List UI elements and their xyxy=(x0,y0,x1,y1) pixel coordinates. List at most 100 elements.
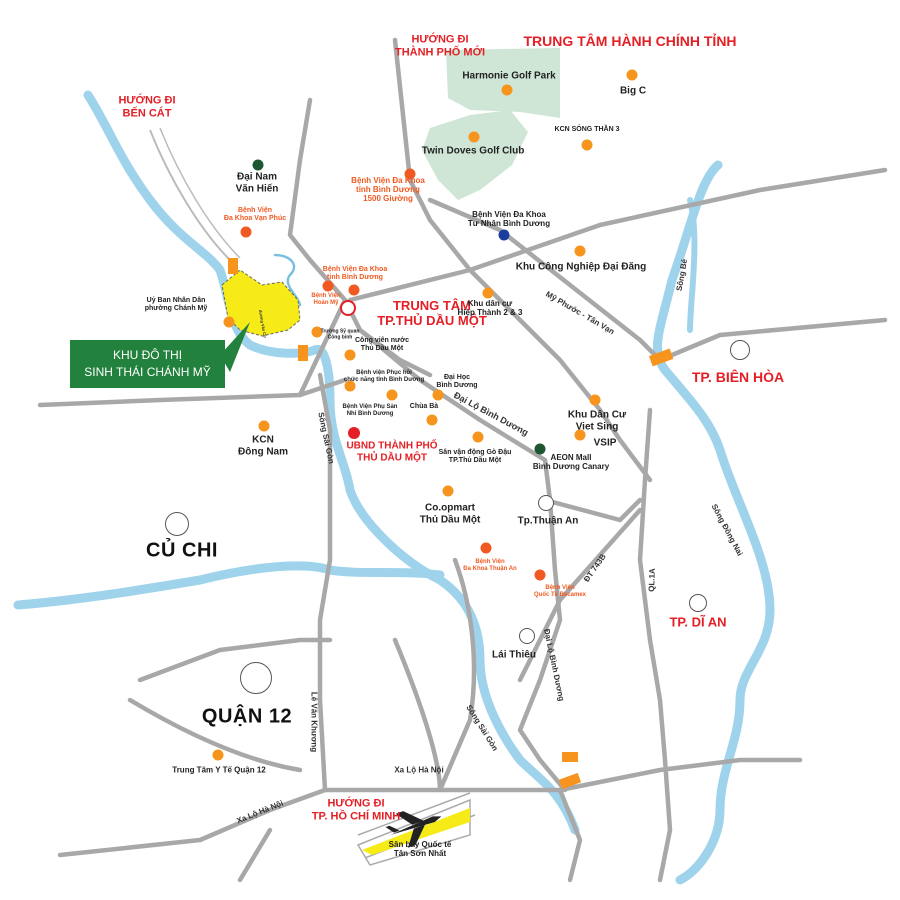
khu-dan-cu-ht-marker xyxy=(482,287,494,299)
road-dai-lo xyxy=(342,297,568,793)
dai-nam-label: Đại Nam Văn Hiến xyxy=(235,171,279,195)
kdc-viet-sing-marker xyxy=(589,394,601,406)
project-callout: KHU ĐÔ THỊ SINH THÁI CHÁNH MỸ xyxy=(70,340,225,388)
road-ring-south xyxy=(137,637,333,683)
bv-thuan-an-label: Bệnh Viện Đa Khoa Thuận An xyxy=(463,559,517,572)
city-bien-hoa: TP. BIÊN HÒA xyxy=(691,368,785,385)
ubnd-chanh-my-marker xyxy=(223,316,235,328)
vsip-marker xyxy=(574,429,586,441)
aeon-label: AEON Mall Bình Dương Canary xyxy=(532,452,610,471)
bv-hoan-my-label: Bệnh Viện Hoàn Mỹ xyxy=(311,293,341,306)
bv-da-khoa-bd-label: Bệnh Viện Đa Khoa tỉnh Bình Dương xyxy=(322,265,388,281)
road-center-south xyxy=(317,372,333,793)
twin-doves-marker xyxy=(468,131,480,143)
cong-vien-marker xyxy=(344,349,356,361)
road-ql1a xyxy=(637,407,673,883)
khu-dan-cu-ht-label: Khu dân cư Hiệp Thành 2 & 3 xyxy=(457,298,523,317)
center-marker xyxy=(340,300,356,316)
river-be xyxy=(687,197,698,333)
harmonie-label: Harmonie Golf Park xyxy=(462,70,556,82)
thuan-an-label: Tp.Thuận An xyxy=(517,515,579,527)
bv-thuan-an-marker xyxy=(480,542,492,554)
trung-tam-yte-label: Trung Tâm Y Tế Quận 12 xyxy=(172,765,266,775)
kcn-song-than-marker xyxy=(581,139,593,151)
coopmart-label: Co.opmart Thủ Dầu Một xyxy=(419,502,481,526)
lai-thieu-label: Lái Thiêu xyxy=(492,649,536,661)
airplane-icon xyxy=(385,811,442,848)
kcn-dong-nam-label: KCN Đông Nam xyxy=(238,434,288,458)
road-le-van-khuong-label: Lê Văn Khương xyxy=(309,691,319,753)
road-north-east xyxy=(392,37,653,483)
bv-tu-nhan-marker xyxy=(498,229,510,241)
city-di-an: TP. DĨ AN xyxy=(669,614,727,630)
san-van-dong-label: Sân vận động Gò Đậu TP.Thủ Dầu Một xyxy=(438,448,512,464)
river-loop xyxy=(273,253,302,307)
ubnd-marker xyxy=(348,427,360,439)
dh-bd-label: Đại Học Bình Dương xyxy=(436,373,478,389)
di-an-marker xyxy=(689,594,707,612)
ubnd-label: UBND THÀNH PHỐ THỦ DẦU MỘT xyxy=(346,440,438,464)
direction-ben-cat: HƯỚNG ĐI BẾN CÁT xyxy=(118,94,176,119)
san-van-dong-marker xyxy=(472,431,484,443)
bv-van-phuc-marker xyxy=(240,226,252,238)
truong-sq-label: Trường Sỹ quan Công binh xyxy=(320,328,360,340)
dh-bd-marker xyxy=(432,389,444,401)
trung-tam-yte-marker xyxy=(212,749,224,761)
road-ben-cat-thin2 xyxy=(159,127,241,259)
bv-phuc-hoi-marker xyxy=(344,380,356,392)
city-cu-chi: CỦ CHI xyxy=(146,539,218,562)
bv-tu-nhan-label: Bệnh Viện Đa Khoa Tư Nhân Bình Dương xyxy=(467,209,551,228)
river-dong-nai xyxy=(653,160,775,885)
thuan-an-marker xyxy=(538,495,554,511)
twin-doves-golf-area xyxy=(422,110,528,200)
bv-becamex-marker xyxy=(534,569,546,581)
road-my-phuoc xyxy=(427,197,663,363)
road-southeast xyxy=(517,507,643,683)
road-dt743 xyxy=(347,167,888,303)
river-west xyxy=(13,561,445,610)
bv-becamex-label: Bệnh Viện Quốc Tế Becamex xyxy=(533,585,587,598)
road-east-south xyxy=(557,787,583,883)
river-saigon xyxy=(83,90,580,835)
bv-san-nhi-marker xyxy=(386,389,398,401)
bv-1500-label: Bệnh Viện Đa Khoa tỉnh Bình Dương 1500 G… xyxy=(351,176,425,204)
aeon-marker xyxy=(534,443,546,455)
truong-sq-marker xyxy=(311,326,323,338)
bigc-label: Big C xyxy=(619,85,647,97)
dai-nam-marker xyxy=(252,159,264,171)
ubnd-chanh-my-label: Uỷ Ban Nhân Dân phường Chánh Mỹ xyxy=(144,296,208,312)
center-label: TRUNG TÂM TP.THỦ DẦU MỘT xyxy=(377,298,487,328)
road-lai-thieu xyxy=(437,557,477,793)
vsip-label: VSIP xyxy=(593,437,617,449)
bv-san-nhi-label: Bệnh Viện Phụ Sản Nhi Bình Dương xyxy=(342,404,398,417)
rivers xyxy=(13,90,775,885)
road-center-west xyxy=(297,297,348,398)
kcn-song-than-label: KCN SÓNG THẦN 3 xyxy=(554,125,620,133)
harmonie-golf-area xyxy=(446,48,560,118)
bridge-markers xyxy=(228,258,674,790)
road-ben-cat-thin xyxy=(149,129,231,261)
bv-phuc-hoi-label: Bệnh viện Phục hồi chức năng tỉnh Bình D… xyxy=(343,370,425,383)
roads xyxy=(37,37,888,883)
cong-vien-label: Công viên nước Thủ Dầu Một xyxy=(355,336,409,352)
twin-doves-label: Twin Doves Golf Club xyxy=(421,145,525,157)
bv-da-khoa-bd-marker xyxy=(348,284,360,296)
harmonie-marker xyxy=(501,84,513,96)
road-ql13-north xyxy=(287,97,348,303)
bv-1500-marker xyxy=(404,168,416,180)
direction-new-city: HƯỚNG ĐI THÀNH PHỐ MỚI xyxy=(394,33,486,58)
road-southwest xyxy=(237,827,273,883)
direction-hcm: HƯỚNG ĐI TP. HỒ CHÍ MINH xyxy=(311,797,401,822)
kcn-dong-nam-marker xyxy=(258,420,270,432)
bv-hoan-my-marker xyxy=(322,280,334,292)
road-xa-lo-hn-west xyxy=(57,787,328,858)
road-xa-lo-hn xyxy=(322,757,803,793)
airport-label: Sân bay Quốc tế Tân Sơn Nhất xyxy=(388,839,452,858)
chua-ba-label: Chùa Bà xyxy=(409,402,439,410)
kcn-dai-dang-marker xyxy=(574,245,586,257)
chua-ba-marker xyxy=(426,414,438,426)
callout-pointer xyxy=(220,322,250,372)
project-area xyxy=(221,269,301,337)
road-south-river xyxy=(392,637,443,793)
